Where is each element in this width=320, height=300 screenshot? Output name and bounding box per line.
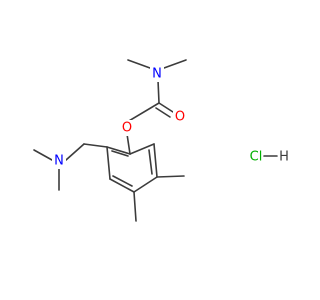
bond-carbamate-n-to-methyl-right bbox=[163, 59, 187, 69]
amine-n-label-bg bbox=[52, 153, 66, 169]
ring-bond-c5-c6 bbox=[106, 146, 111, 180]
chemical-structure-diagram: O O N N Cl H bbox=[33, 59, 289, 222]
ring-bond-c2-c3 bbox=[153, 143, 158, 178]
ring-bond-c3-c4 bbox=[133, 176, 158, 193]
ring-double-bond-c4-c5 bbox=[112, 175, 133, 187]
ring-double-bond-c2-c3 bbox=[148, 149, 153, 175]
carbonyl-double-bond-b bbox=[155, 107, 171, 118]
ring-bond-c1-c2 bbox=[129, 143, 155, 155]
bond-ring-to-ester-o bbox=[126, 133, 131, 155]
bond-ch2-to-amine-n bbox=[65, 143, 85, 161]
chlorine-label: Cl bbox=[250, 150, 263, 165]
bond-carbamate-n-to-methyl-left bbox=[127, 59, 151, 69]
methyl-bond-c3 bbox=[156, 175, 185, 178]
carbamate-n-label-bg bbox=[150, 66, 164, 82]
ring-double-bond-c6-c1 bbox=[111, 150, 129, 157]
ester-oxygen-label: O bbox=[122, 121, 132, 136]
ring-bond-c6-c1 bbox=[106, 146, 131, 155]
bond-ester-o-to-carbonyl-c bbox=[126, 102, 160, 123]
carbamate-nitrogen-label: N bbox=[152, 67, 162, 82]
ester-o-label-bg bbox=[120, 120, 134, 136]
bond-amine-n-to-methyl-left bbox=[33, 149, 53, 161]
bond-carbonyl-c-to-n bbox=[157, 79, 160, 104]
bond-ring-to-ch2 bbox=[83, 143, 108, 148]
methyl-bond-c4 bbox=[133, 191, 137, 222]
carbonyl-o-label-bg bbox=[173, 109, 187, 125]
dimethylamino-nitrogen-label: N bbox=[54, 154, 64, 169]
ring-bond-c4-c5 bbox=[109, 178, 135, 193]
carbonyl-oxygen-label: O bbox=[175, 110, 185, 125]
carbonyl-double-bond-a bbox=[158, 102, 174, 113]
benzene-ring bbox=[106, 143, 158, 193]
hydrogen-label: H bbox=[279, 150, 289, 165]
